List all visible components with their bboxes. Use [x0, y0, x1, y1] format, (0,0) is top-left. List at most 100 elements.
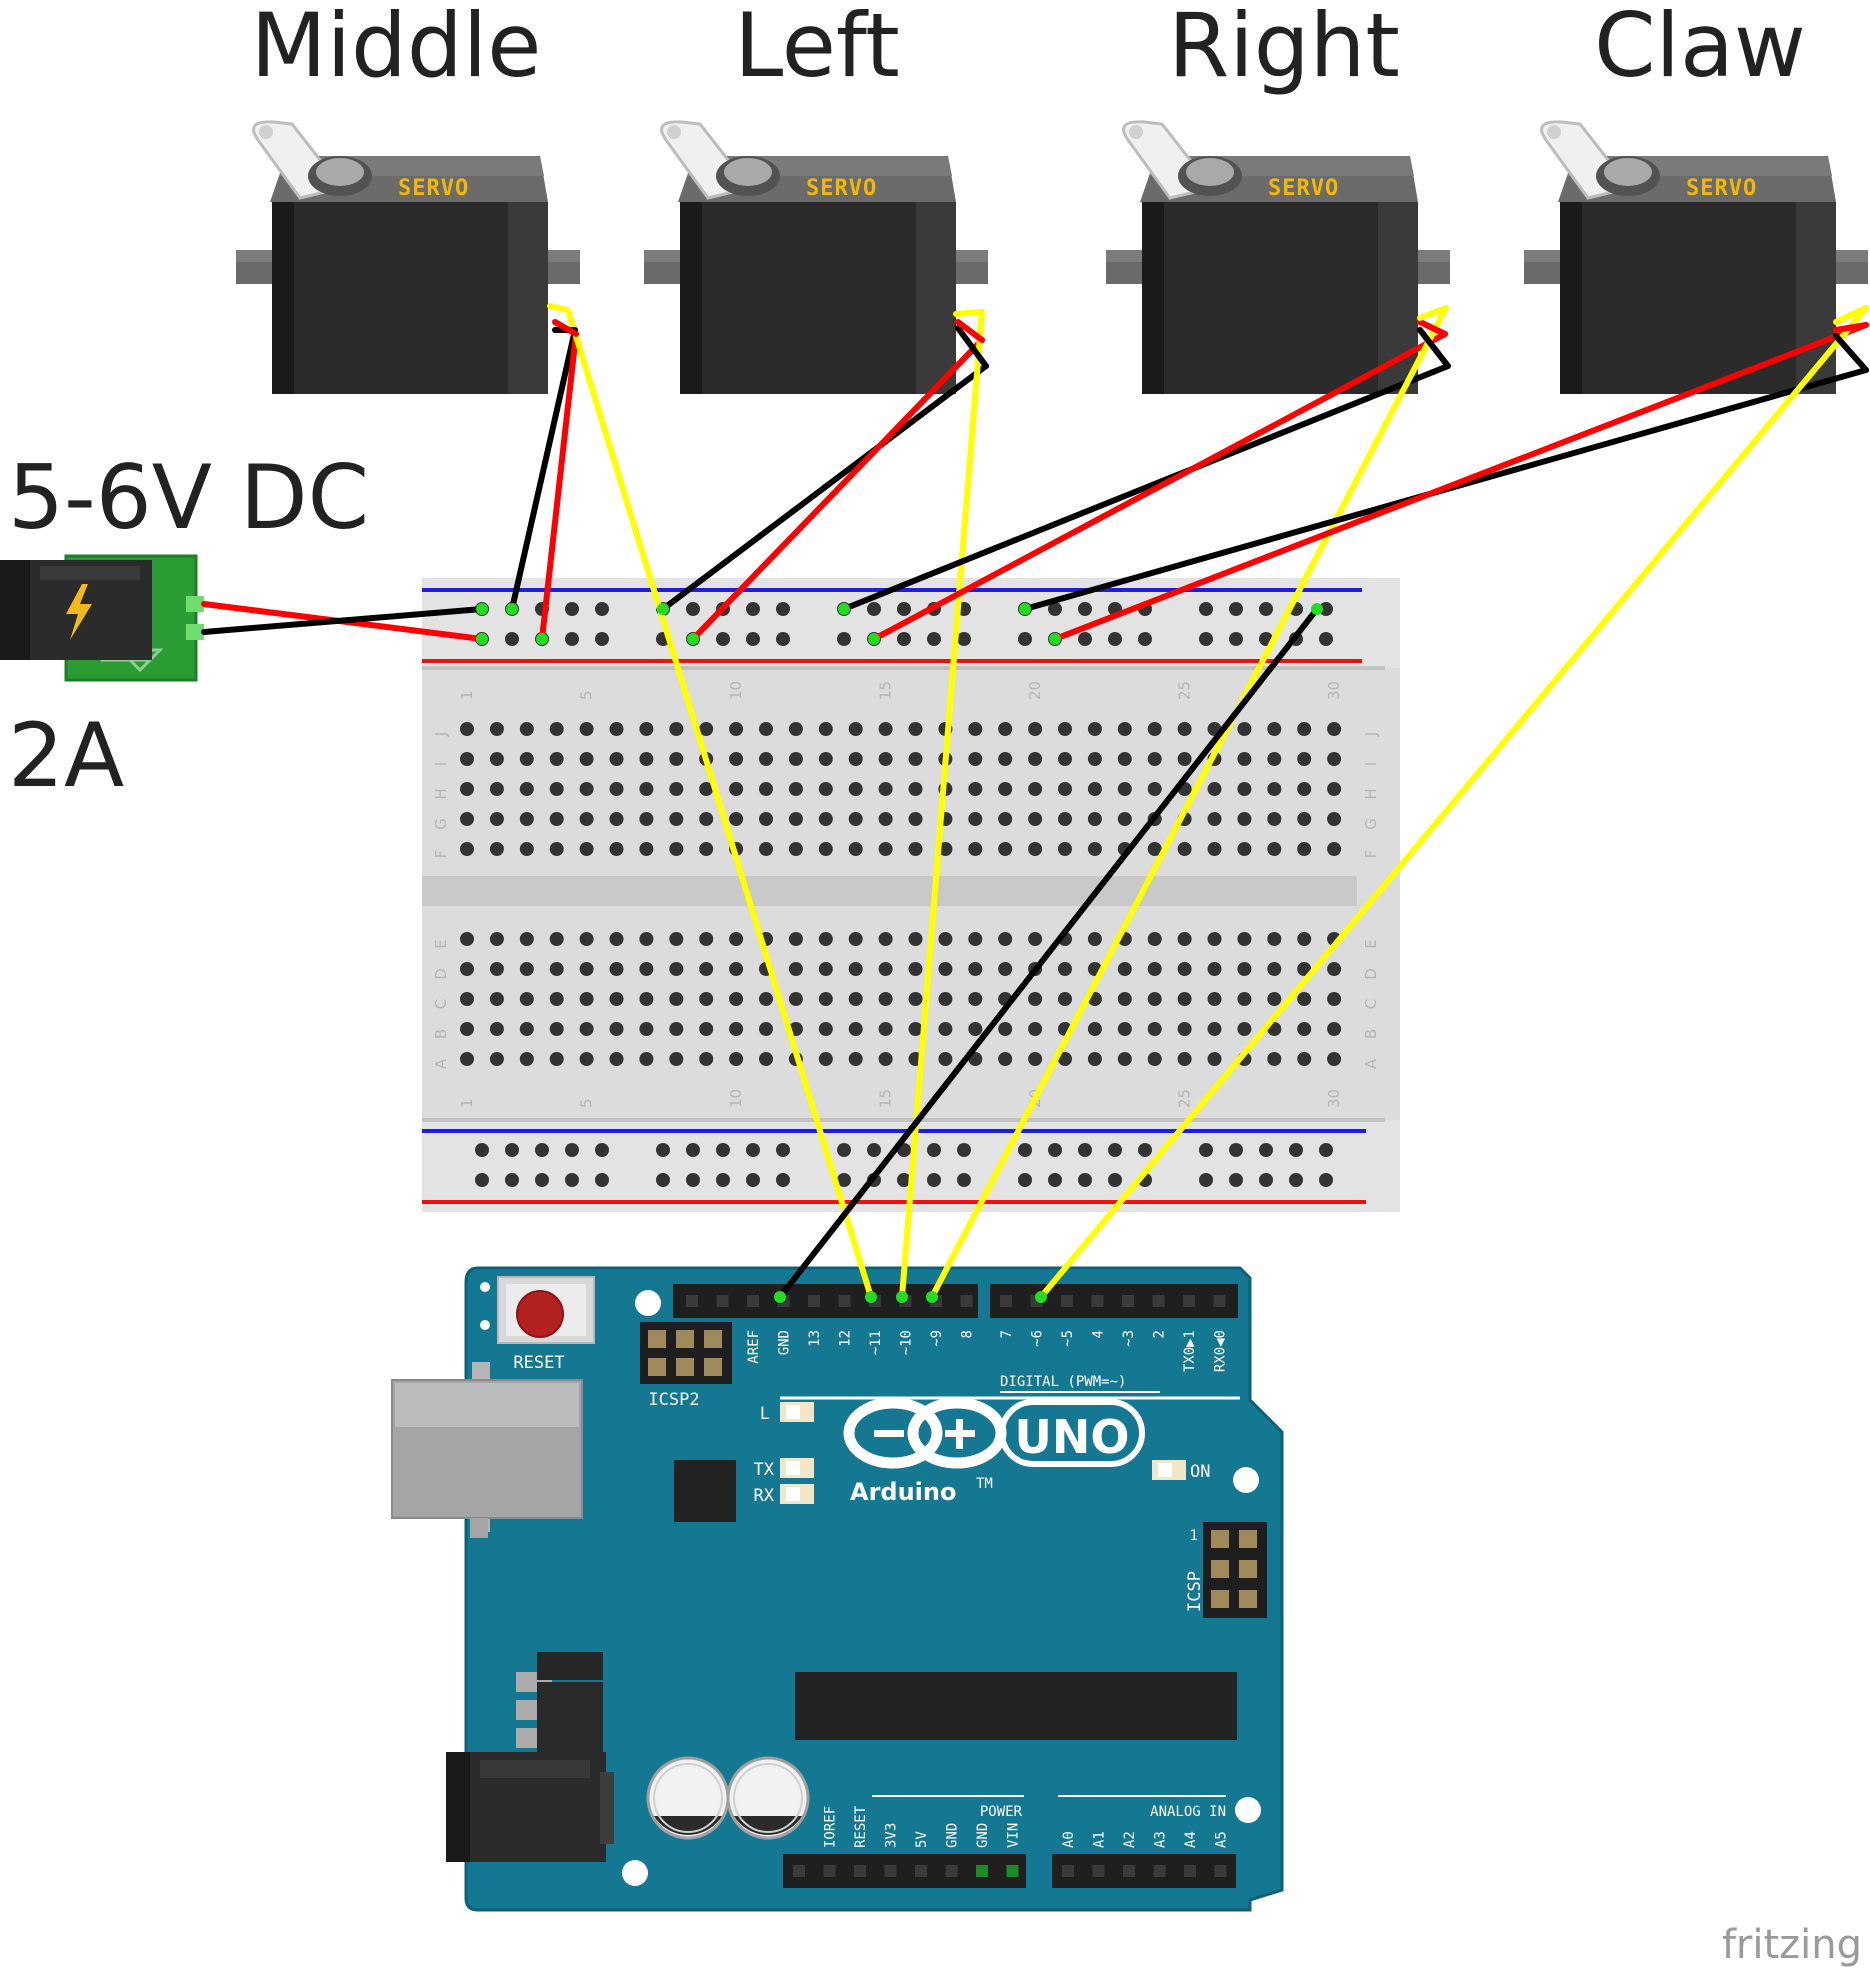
- breadboard-hole: [848, 752, 863, 766]
- breadboard-hole: [1177, 992, 1192, 1006]
- header-socket: [747, 1295, 759, 1307]
- fritzing-watermark: fritzing: [1722, 1922, 1862, 1968]
- wire-end: [476, 633, 488, 645]
- mounting-hole: [1233, 1467, 1259, 1493]
- led-l-label: L: [760, 1404, 770, 1424]
- breadboard-hole: [1267, 812, 1282, 826]
- breadboard-hole: [1117, 1052, 1132, 1066]
- arduino-trademark: TM: [976, 1476, 993, 1492]
- analog-pin-label: A3: [1153, 1831, 1169, 1848]
- row-letter: A: [432, 1058, 450, 1069]
- breadboard-hole: [579, 962, 594, 976]
- wire-stub: [1417, 319, 1448, 337]
- breadboard-hole: [729, 752, 744, 766]
- breadboard-hole: [1147, 722, 1162, 736]
- rail-hole: [837, 632, 851, 646]
- rail-hole: [776, 1173, 790, 1187]
- breadboard-hole: [669, 722, 684, 736]
- digital-pin-label: RX0◀0: [1213, 1330, 1229, 1372]
- breadboard-hole: [549, 1052, 564, 1066]
- breadboard-hole: [579, 1052, 594, 1066]
- rail-hole: [897, 632, 911, 646]
- breadboard-hole: [968, 812, 983, 826]
- breadboard-hole: [1087, 722, 1102, 736]
- rail-hole: [1048, 1173, 1062, 1187]
- analog-label: ANALOG IN: [1150, 1804, 1226, 1820]
- wire-stub: [953, 309, 985, 317]
- breadboard-hole: [878, 812, 893, 826]
- analog-pin-label: A5: [1214, 1831, 1230, 1848]
- breadboard-hole: [1028, 782, 1043, 796]
- wire-end: [865, 1291, 877, 1303]
- wire-end: [1035, 1291, 1047, 1303]
- breadboard-hole: [1058, 752, 1072, 766]
- breadboard-hole: [818, 722, 833, 736]
- wire-middle-ground: [509, 327, 578, 612]
- breadboard-hole: [1117, 752, 1132, 766]
- led-on: [1152, 1460, 1186, 1480]
- breadboard-hole: [938, 992, 953, 1006]
- row-letter: D: [1362, 968, 1380, 980]
- breadboard-hole: [729, 1022, 744, 1036]
- mounting-hole: [1235, 1797, 1261, 1823]
- icsp-label: ICSP: [1185, 1571, 1205, 1612]
- digital-pin-label: 2: [1152, 1330, 1168, 1338]
- breadboard-hole: [878, 782, 893, 796]
- led-rx: [780, 1484, 814, 1504]
- rail-hole: [1078, 1173, 1092, 1187]
- breadboard-hole: [579, 782, 594, 796]
- icsp-pin1-label: 1: [1190, 1528, 1198, 1544]
- rail-hole: [656, 1143, 670, 1157]
- header-pin: [1239, 1590, 1257, 1608]
- breadboard-hole: [1207, 1052, 1222, 1066]
- breadboard-hole: [1297, 1052, 1312, 1066]
- breadboard-hole: [489, 932, 504, 946]
- header-socket: [1183, 1295, 1195, 1307]
- dc-barrel-jack: [446, 1752, 614, 1862]
- breadboard-hole: [489, 1052, 504, 1066]
- reset-button[interactable]: [480, 1276, 595, 1344]
- breadboard-hole: [609, 752, 624, 766]
- breadboard-hole: [699, 992, 714, 1006]
- analog-header: [1052, 1854, 1236, 1888]
- breadboard-hole: [669, 842, 684, 856]
- breadboard-hole: [549, 752, 564, 766]
- wire-end: [476, 603, 488, 615]
- rail-hole: [776, 602, 790, 616]
- breadboard-hole: [609, 1022, 624, 1036]
- rail-hole: [1229, 632, 1243, 646]
- wire-right-ground: [841, 363, 1451, 612]
- header-pin: [676, 1358, 694, 1376]
- rail-hole: [535, 1173, 549, 1187]
- header-socket: [854, 1865, 866, 1877]
- breadboard-hole: [1327, 1022, 1342, 1036]
- wire-end: [868, 633, 880, 645]
- breadboard-hole: [639, 992, 654, 1006]
- reset-button-cap[interactable]: [516, 1290, 564, 1338]
- breadboard-hole: [639, 842, 654, 856]
- icsp2-label: ICSP2: [648, 1390, 699, 1410]
- rail-hole: [746, 1143, 760, 1157]
- power-label: POWER: [980, 1804, 1023, 1820]
- breadboard-hole: [669, 752, 684, 766]
- breadboard-hole: [1058, 812, 1072, 826]
- servo-label: Right: [1168, 0, 1400, 97]
- breadboard-hole: [549, 932, 564, 946]
- header-socket: [1000, 1295, 1012, 1307]
- breadboard-hole: [968, 962, 983, 976]
- rail-hole: [897, 1173, 911, 1187]
- analog-pin-label: A1: [1092, 1831, 1108, 1848]
- digital-pin-label: ~11: [868, 1330, 884, 1355]
- breadboard-hole: [460, 962, 474, 976]
- breadboard-hole: [460, 992, 474, 1006]
- header-socket: [915, 1865, 927, 1877]
- breadboard-hole: [460, 1052, 474, 1066]
- breadboard-hole: [460, 812, 474, 826]
- breadboard-hole: [639, 932, 654, 946]
- column-number: 5: [578, 690, 596, 700]
- header-socket: [1214, 1865, 1227, 1877]
- wire-stub: [1417, 327, 1451, 369]
- row-letter: C: [1362, 999, 1380, 1009]
